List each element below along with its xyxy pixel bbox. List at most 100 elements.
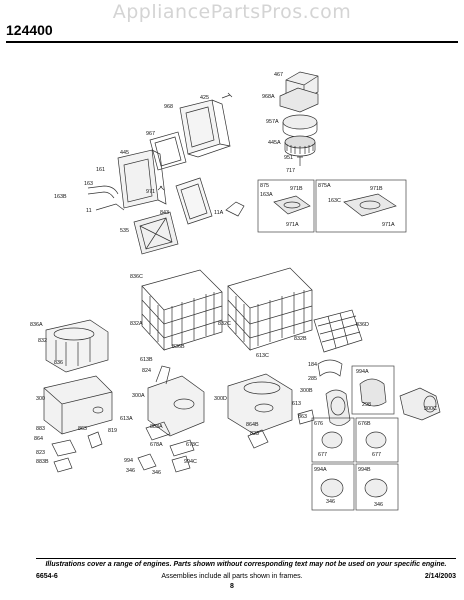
label-300B: 300B — [300, 388, 313, 394]
label-535: 535 — [120, 228, 129, 234]
label-163B: 163B — [54, 194, 67, 200]
muffler-part-300A — [147, 365, 205, 437]
label-836: 836 — [54, 360, 63, 366]
label-frame-676: 676 — [314, 421, 323, 427]
deflector-part-184 — [317, 359, 343, 377]
bracket-parts-lower-left — [51, 431, 103, 473]
label-161: 161 — [96, 167, 105, 173]
label-184: 184 — [308, 362, 317, 368]
label-298: 298 — [362, 402, 371, 408]
label-971B: 971B — [290, 186, 303, 192]
label-957A: 957A — [266, 119, 279, 125]
label-285: 285 — [308, 376, 317, 382]
document-date: 2/14/2003 — [424, 573, 456, 580]
label-678C: 678C — [186, 442, 199, 448]
label-300A: 300A — [132, 393, 145, 399]
frame-875 — [257, 179, 315, 233]
label-677: 677 — [318, 452, 327, 458]
footer-rule — [36, 558, 456, 559]
label-346: 346 — [126, 468, 135, 474]
guard-part-832B — [313, 309, 363, 353]
gasket-part-967 — [149, 131, 187, 171]
label-823: 823 — [250, 431, 259, 437]
muffler-part-300C — [399, 387, 441, 421]
label-frame-875A: 875A — [318, 183, 331, 189]
model-number: 124400 — [6, 22, 53, 38]
frame-676B — [355, 417, 399, 463]
label-864: 864 — [34, 436, 43, 442]
label-frame-676B: 676B — [358, 421, 371, 427]
label-994: 994 — [124, 458, 133, 464]
filter-part-445A — [284, 135, 316, 157]
label-677-b: 677 — [372, 452, 381, 458]
guard-part-832A — [141, 269, 223, 351]
label-968: 968 — [164, 104, 173, 110]
label-951: 951 — [284, 155, 293, 161]
label-863: 863 — [298, 414, 307, 420]
label-346-frame: 346 — [326, 499, 335, 505]
label-843: 843 — [160, 210, 169, 216]
label-994C: 994C — [184, 459, 197, 465]
label-836A: 836A — [30, 322, 43, 328]
label-832A: 832A — [130, 321, 143, 327]
label-frame-994B: 994B — [358, 467, 371, 473]
label-445A: 445A — [268, 140, 281, 146]
label-300D: 300D — [214, 396, 227, 402]
label-613: 613 — [292, 401, 301, 407]
base-part-971B — [273, 195, 311, 215]
label-300C: 300C — [424, 406, 437, 412]
frame-676 — [311, 417, 355, 463]
label-163A: 163A — [260, 192, 273, 198]
label-823-left: 823 — [36, 450, 45, 456]
label-678A: 678A — [150, 442, 163, 448]
label-824: 824 — [142, 368, 151, 374]
label-163: 163 — [84, 181, 93, 187]
muffler-part-300D — [227, 373, 293, 435]
label-836D: 836D — [356, 322, 369, 328]
screw-part-971 — [157, 185, 165, 191]
label-968A: 968A — [262, 94, 275, 100]
document-code: 6654-6 — [36, 573, 58, 580]
page-number: 8 — [230, 583, 234, 590]
label-717: 717 — [286, 168, 295, 174]
label-613B: 613B — [140, 357, 153, 363]
label-864B: 864B — [246, 422, 259, 428]
frame-994B — [355, 463, 399, 511]
label-971B-alt: 971B — [370, 186, 383, 192]
label-346-frame-b: 346 — [374, 502, 383, 508]
label-836B: 836B — [172, 344, 185, 350]
label-883A: 883A — [150, 424, 163, 430]
label-11A: 11A — [214, 210, 224, 216]
label-971: 971 — [146, 189, 155, 195]
tube-part-11 — [95, 203, 125, 211]
bracket-parts-lower-center — [137, 421, 195, 473]
bracket-parts-lower-right — [247, 409, 315, 449]
label-836C: 836C — [130, 274, 143, 280]
label-832: 832 — [38, 338, 47, 344]
label-frame-994A-lower: 994A — [314, 467, 327, 473]
guard-part-832C — [227, 267, 313, 351]
label-425: 425 — [200, 95, 209, 101]
label-467: 467 — [274, 72, 283, 78]
base-part-445 — [117, 149, 167, 209]
label-11: 11 — [86, 208, 92, 214]
label-346-center: 346 — [152, 470, 161, 476]
assemblies-note: Assemblies include all parts shown in fr… — [161, 573, 303, 580]
label-445: 445 — [120, 150, 129, 156]
label-863-left: 863 — [78, 426, 87, 432]
shroud-part-832 — [45, 319, 109, 373]
filter-part-535 — [133, 211, 179, 255]
cover-part-968A — [279, 87, 319, 113]
frame-875A — [315, 179, 407, 233]
label-832C: 832C — [218, 321, 231, 327]
disclaimer-note: Illustrations cover a range of engines. … — [45, 561, 447, 568]
label-613C: 613C — [256, 353, 269, 359]
label-frame-875: 875 — [260, 183, 269, 189]
watermark: AppliancePartsPros.com — [112, 1, 352, 23]
screw-part-425 — [221, 92, 233, 99]
header-rule — [6, 41, 458, 43]
label-971A: 971A — [286, 222, 299, 228]
label-832B: 832B — [294, 336, 307, 342]
base-part-971B-alt — [343, 193, 397, 217]
